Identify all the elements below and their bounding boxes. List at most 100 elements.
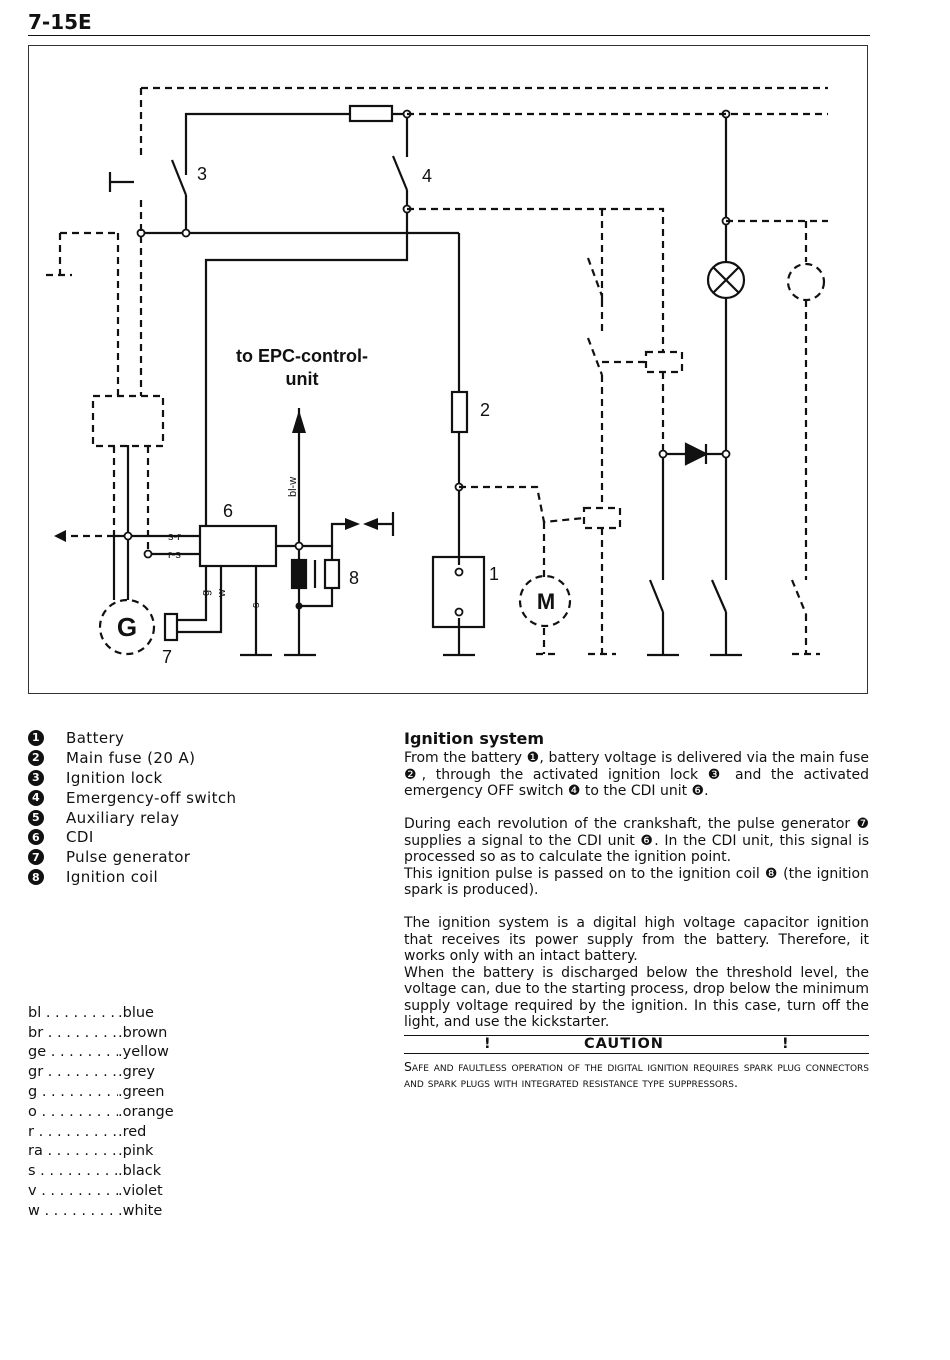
color-code-row: s.black [28,1161,174,1181]
color-abbr: ra [28,1143,118,1159]
ignition-coil-secondary [323,558,341,590]
color-name: .red [118,1123,147,1140]
color-code-row: r.red [28,1122,174,1142]
section-title: Ignition system [404,729,545,748]
page-number: 7-15E [28,10,92,34]
paragraph-1: From the battery ❶, battery voltage is d… [404,750,869,799]
wire-color-codes: bl.blue br.brown ge.yellow gr.grey g.gre… [28,1003,174,1221]
color-abbr: w [28,1203,118,1219]
legend-item: 7 Pulse generator [28,847,236,867]
wire-main-top [184,112,407,175]
legend-item: 6 CDI [28,827,236,847]
spark-gap [377,512,395,536]
color-abbr: br [28,1025,118,1041]
caution-header: ! CAUTION ! [404,1036,869,1054]
emergency-switch-contact [391,155,409,191]
callout-2: 2 [480,400,490,420]
motor-symbol: M [537,589,555,614]
callout-1: 1 [489,564,499,584]
battery-box [431,555,486,629]
legend-number: 2 [28,749,44,766]
color-code-row: bl.blue [28,1003,174,1023]
legend-label: Pulse generator [66,848,191,867]
caution-text: Safe and faultless operation of the digi… [404,1058,869,1091]
wire-emergency-switch-down [204,190,409,526]
callout-7: 7 [162,647,172,667]
color-code-row: o.orange [28,1102,174,1122]
legend-number: 7 [28,849,44,866]
color-code-row: ra.pink [28,1142,174,1162]
color-code-row: br.brown [28,1023,174,1043]
color-abbr: gr [28,1064,118,1080]
wire-label-s-r: s-r [168,531,181,543]
lamp-solid [706,260,746,300]
color-abbr: v [28,1183,118,1199]
wiring-diagram: to EPC-control- unit 3 4 2 1 6 7 8 s-r r… [46,86,828,667]
color-abbr: o [28,1104,118,1120]
color-code-row: ge.yellow [28,1043,174,1063]
caution-box: ! CAUTION ! Safe and faultless operation… [404,1034,869,1092]
color-name: .white [118,1202,163,1219]
switch-bottom-2 [710,579,728,654]
diode [684,442,709,466]
paragraph-4: The ignition system is a digital high vo… [404,915,869,964]
wire-coil-right [299,544,334,560]
color-abbr: r [28,1124,118,1140]
legend-label: Main fuse (20 A) [66,748,196,767]
legend-number: 1 [28,729,44,746]
legend-item: 2 Main fuse (20 A) [28,748,236,768]
paragraph-5: When the battery is discharged below the… [404,964,869,1031]
wire-w [178,566,223,634]
wire-g [178,566,208,622]
legend-number: 4 [28,789,44,806]
legend-item: 5 Auxiliary relay [28,808,236,828]
legend-item: 1 Battery [28,728,236,748]
pulse-connector [163,612,179,642]
color-code-row: w.white [28,1201,174,1221]
main-fuse-top [348,104,394,123]
paragraph-2: During each revolution of the crankshaft… [404,816,869,865]
ignition-article: Ignition system From the battery ❶, batt… [404,729,869,1092]
color-code-row: v.violet [28,1181,174,1201]
legend-number: 5 [28,809,44,826]
color-name: .brown [118,1024,168,1041]
epc-label-1: to EPC-control- [236,346,368,366]
color-abbr: bl [28,1005,118,1021]
color-name: .blue [118,1004,154,1021]
wire-label-w: w [216,589,228,598]
diagram-frame [28,45,868,694]
color-name: .grey [118,1064,155,1081]
color-abbr: s [28,1163,118,1179]
wire-coil-bottom [297,588,334,654]
legend-label: CDI [66,828,94,847]
color-name: .yellow [118,1044,169,1061]
wire-label-r-s: r-s [168,549,181,561]
legend-number: 6 [28,829,44,846]
legend-label: Auxiliary relay [66,808,180,827]
legend-number: 8 [28,869,44,886]
wire-label-g: g [200,590,212,596]
generator-symbol: G [117,612,137,642]
legend-label: Battery [66,728,125,747]
color-name: .green [118,1084,165,1101]
wire-label-s: s [250,602,262,608]
color-code-row: g.green [28,1082,174,1102]
ignition-coil-primary [290,558,308,590]
callout-3: 3 [197,164,207,184]
cdi-box [198,524,278,568]
caution-exclamation-right: ! [782,1035,790,1052]
color-code-row: gr.grey [28,1062,174,1082]
callout-4: 4 [422,166,432,186]
main-fuse-2 [450,390,469,434]
wire-label-bl-w: bl-w [287,477,299,497]
color-abbr: g [28,1084,118,1100]
legend-label: Emergency-off switch [66,788,237,807]
wire-spark [330,522,345,546]
header-rule [28,35,870,36]
callout-8: 8 [349,568,359,588]
caution-title: CAUTION [584,1035,664,1052]
switch-bottom-1 [648,579,665,654]
color-name: .orange [118,1103,174,1120]
